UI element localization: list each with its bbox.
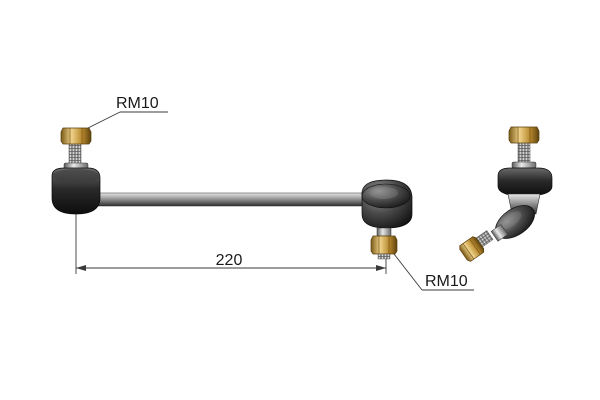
link-rod <box>84 192 381 207</box>
callout-bottom-thread: RM10 <box>393 253 474 291</box>
side-bottom-nut <box>459 236 485 262</box>
left-ball-joint <box>51 127 101 215</box>
side-view-link <box>459 126 553 262</box>
side-top-nut <box>508 126 540 144</box>
callout-top-thread: RM10 <box>87 95 168 129</box>
length-label: 220 <box>216 252 243 269</box>
right-bottom-nut <box>370 235 398 255</box>
side-upper-housing <box>497 167 553 197</box>
right-ball-joint <box>361 179 413 260</box>
dimension-length: 220 <box>75 214 387 274</box>
top-thread-label: RM10 <box>116 95 159 112</box>
main-link <box>51 127 413 260</box>
left-top-nut <box>60 127 92 145</box>
bottom-thread-label: RM10 <box>425 273 468 290</box>
